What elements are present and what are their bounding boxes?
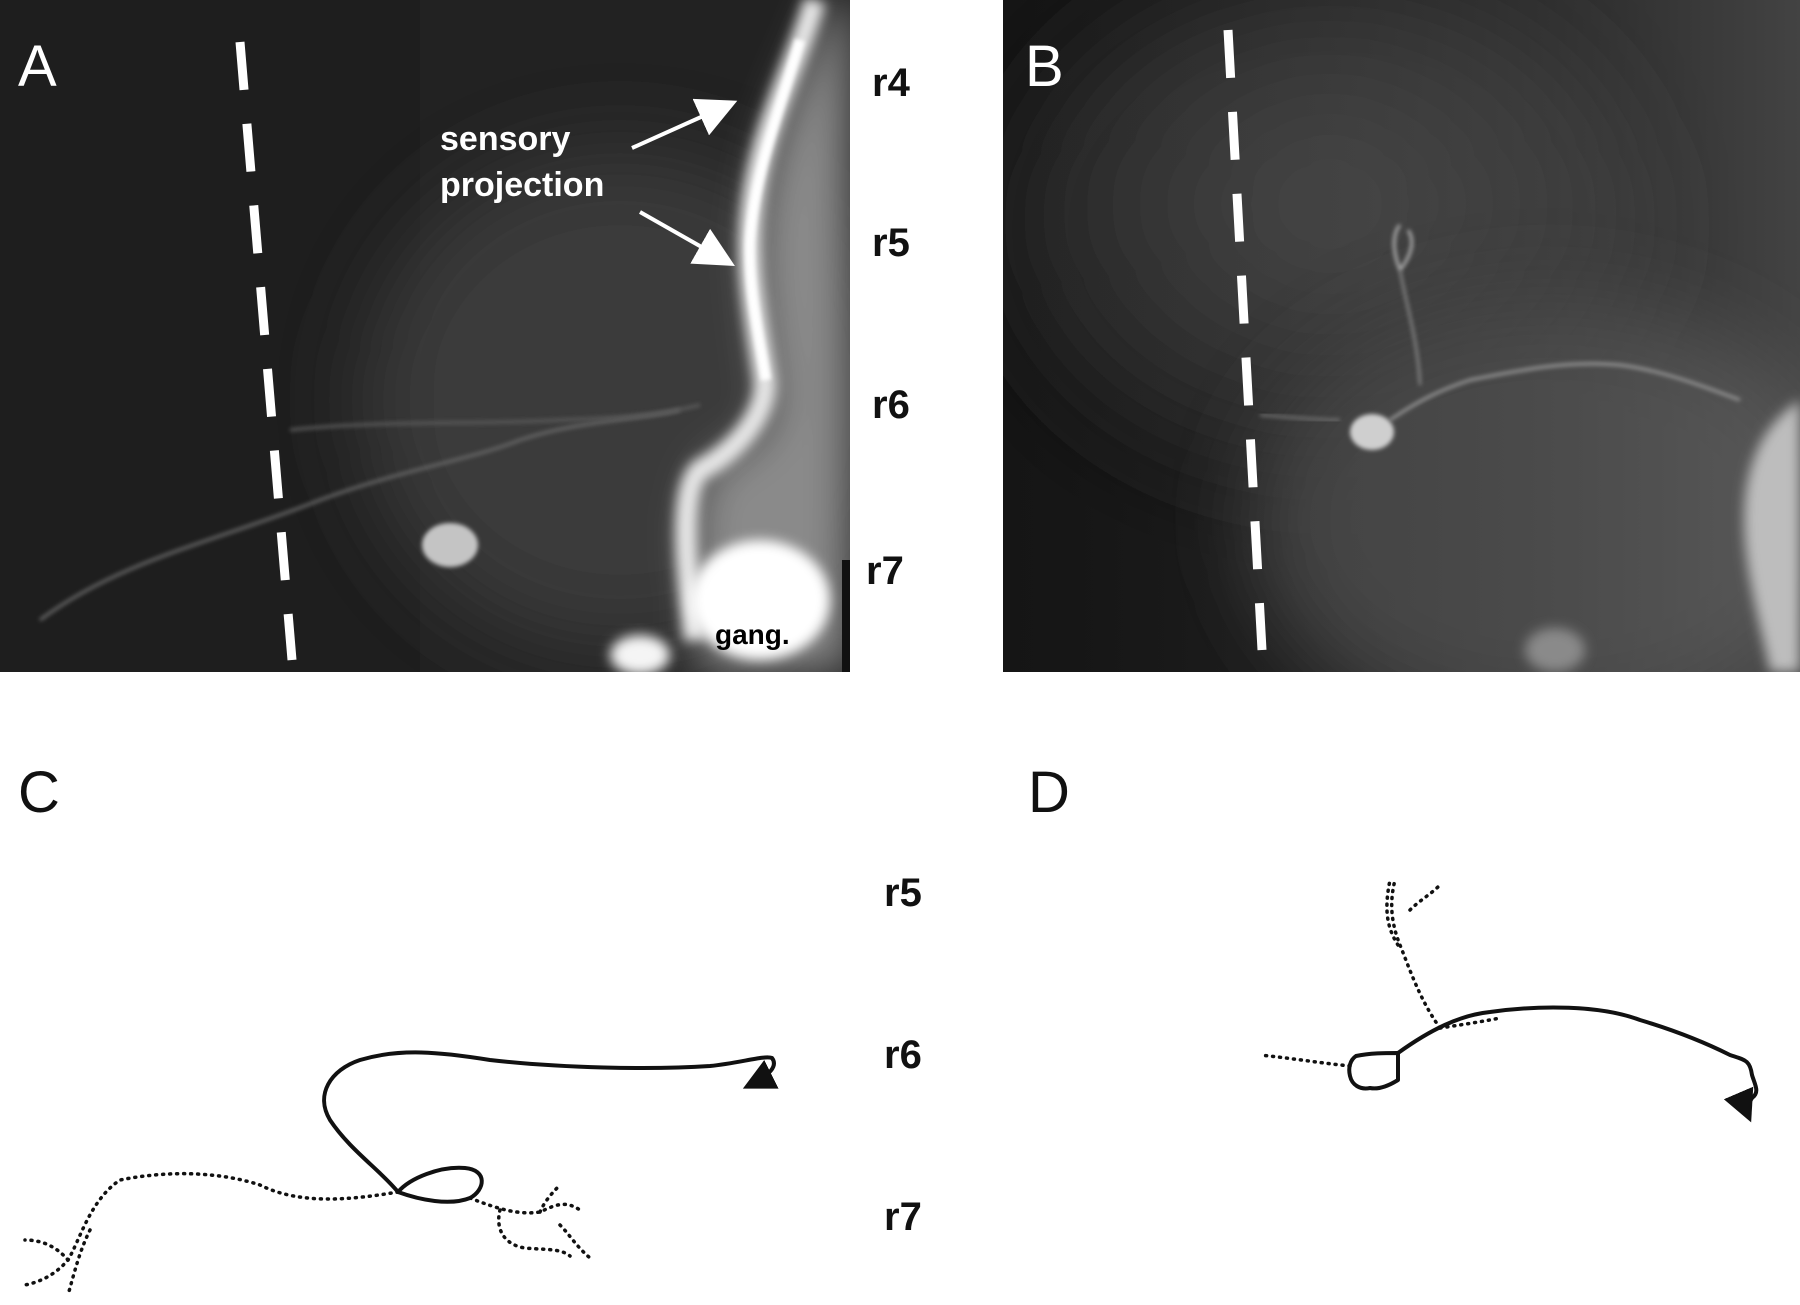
rhombomere-label-top-r4: r4 <box>872 61 911 105</box>
panel-d-label: D <box>1028 760 1070 825</box>
rhombomere-label-top-r7: r7 <box>866 549 904 593</box>
panel-a-micrograph <box>0 0 850 672</box>
panel-b-label: B <box>1025 34 1064 99</box>
annotation-ganglion: gang. <box>715 619 790 650</box>
panel-a-label: A <box>18 34 57 99</box>
rhombomere-label-top-r6: r6 <box>872 383 910 427</box>
panel-c-label: C <box>18 760 60 825</box>
annotation-sensory: sensory <box>440 120 570 158</box>
panel-c-tracing <box>23 1050 779 1297</box>
rhombomere-label-bottom-r7: r7 <box>884 1195 922 1239</box>
panel-b-micrograph <box>1003 0 1800 672</box>
rhombomere-label-bottom-r6: r6 <box>884 1033 922 1077</box>
panel-d-tracing <box>1258 878 1759 1123</box>
rhombomere-label-top-r5: r5 <box>872 221 910 265</box>
annotation-projection: projection <box>440 166 604 204</box>
rhombomere-label-bottom-r5: r5 <box>884 871 922 915</box>
